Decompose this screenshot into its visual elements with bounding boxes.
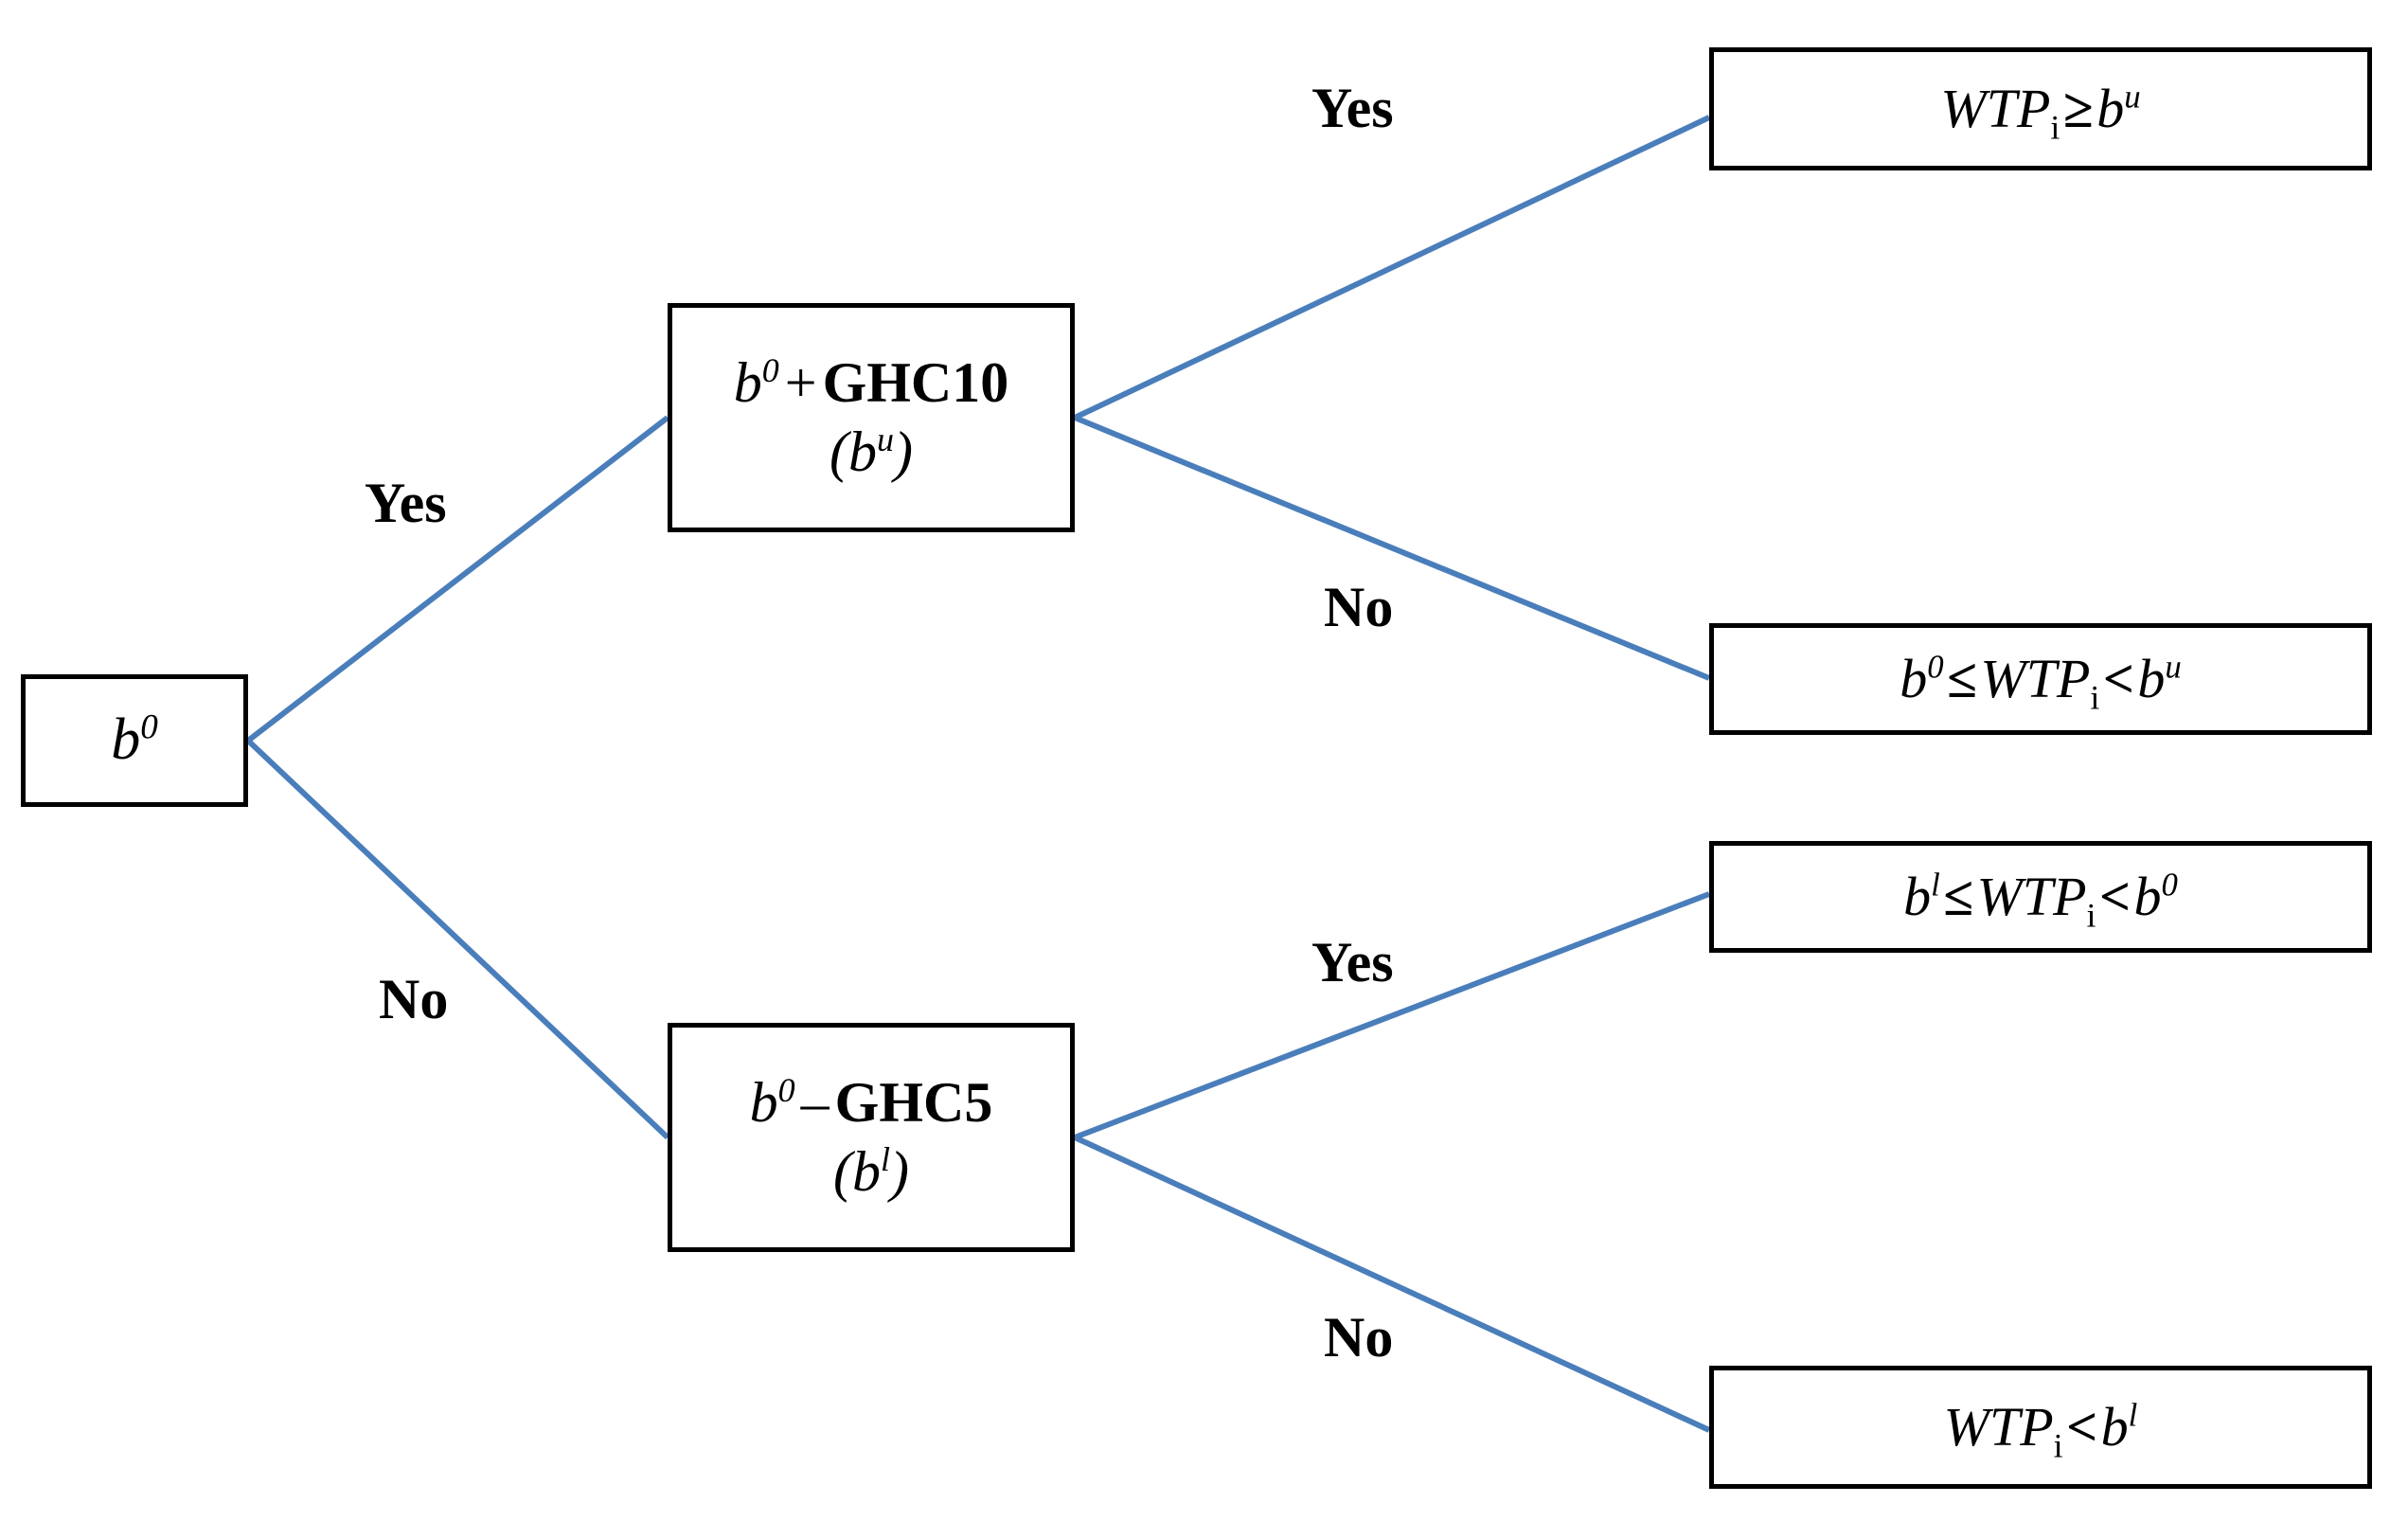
outcome-3-upper-base: b bbox=[2133, 865, 2162, 927]
node-lower-bid: b0–GHC5 (bl) bbox=[668, 1023, 1075, 1252]
outcome-3-subscript: i bbox=[2086, 896, 2096, 935]
outcome-1-bound-sup: u bbox=[2124, 78, 2141, 116]
outcome-4-bound-sup: l bbox=[2128, 1396, 2138, 1434]
outcome-3-wtp: WTP bbox=[1976, 865, 2087, 927]
edge-lower-bid-to-outcome-4 bbox=[1073, 1135, 1711, 1433]
lower-bid-paren-close: ) bbox=[890, 1140, 909, 1203]
upper-bid-symbol-sup: u bbox=[877, 421, 894, 458]
outcome-2-lower-base: b bbox=[1900, 647, 1928, 709]
node-outcome-4: WTPi<bl bbox=[1709, 1366, 2372, 1489]
edge-upper-bid-to-outcome-1 bbox=[1073, 115, 1711, 421]
lower-bid-paren-open: ( bbox=[833, 1140, 852, 1203]
node-root-bid: b0 bbox=[21, 674, 248, 807]
outcome-2-relation-right: < bbox=[2102, 647, 2134, 709]
edge-upper-bid-to-outcome-2 bbox=[1073, 415, 1711, 681]
edge-lower-bid-to-outcome-3 bbox=[1073, 891, 1711, 1140]
node-outcome-1-text: WTPi≥bu bbox=[1940, 77, 2141, 145]
edge-root-to-lower-bid bbox=[245, 738, 670, 1140]
node-root-bid-text: b0 bbox=[111, 709, 158, 771]
root-base: b bbox=[111, 707, 141, 773]
upper-bid-sup: 0 bbox=[761, 351, 779, 389]
node-outcome-2-text: b0≤WTPi<bu bbox=[1900, 647, 2182, 715]
outcome-3-lower-sup: l bbox=[1931, 866, 1940, 904]
outcome-3-relation-left: ≤ bbox=[1943, 865, 1974, 927]
lower-bid-amount: GHC5 bbox=[834, 1071, 993, 1134]
node-upper-bid-line1: b0+GHC10 bbox=[734, 353, 1009, 413]
upper-bid-symbol-base: b bbox=[848, 421, 877, 483]
outcome-4-subscript: i bbox=[2053, 1426, 2063, 1465]
outcome-2-upper-base: b bbox=[2137, 647, 2166, 709]
outcome-2-subscript: i bbox=[2090, 678, 2100, 717]
edge-label-upper-yes: Yes bbox=[1311, 77, 1394, 139]
root-sup: 0 bbox=[140, 707, 158, 747]
outcome-4-relation: < bbox=[2066, 1395, 2098, 1458]
lower-bid-base: b bbox=[749, 1071, 778, 1134]
edge-label-root-no: No bbox=[379, 968, 449, 1030]
outcome-2-relation-left: ≤ bbox=[1947, 647, 1977, 709]
outcome-1-subscript: i bbox=[2050, 108, 2060, 147]
edge-label-lower-yes: Yes bbox=[1311, 931, 1394, 993]
outcome-3-relation-right: < bbox=[2098, 865, 2132, 927]
outcome-2-lower-sup: 0 bbox=[1927, 648, 1944, 686]
node-lower-bid-line1: b0–GHC5 bbox=[750, 1073, 993, 1133]
node-lower-bid-line2: (bl) bbox=[833, 1142, 909, 1202]
lower-bid-symbol-sup: l bbox=[880, 1140, 890, 1178]
edge-root-to-upper-bid bbox=[246, 415, 669, 743]
outcome-2-upper-sup: u bbox=[2165, 648, 2182, 686]
node-upper-bid: b0+GHC10 (bu) bbox=[668, 303, 1075, 532]
node-outcome-3: bl≤WTPi<b0 bbox=[1709, 841, 2372, 953]
outcome-3-upper-sup: 0 bbox=[2161, 866, 2178, 904]
node-outcome-3-text: bl≤WTPi<b0 bbox=[1903, 865, 2178, 933]
lower-bid-symbol-base: b bbox=[851, 1140, 881, 1203]
upper-bid-amount: GHC10 bbox=[822, 351, 1009, 414]
upper-bid-operator: + bbox=[784, 351, 817, 414]
edge-label-upper-no: No bbox=[1324, 576, 1394, 638]
upper-bid-paren-close: ) bbox=[894, 421, 913, 483]
outcome-2-wtp: WTP bbox=[1980, 647, 2091, 709]
node-outcome-4-text: WTPi<bl bbox=[1943, 1395, 2138, 1463]
outcome-4-bound-base: b bbox=[2100, 1395, 2129, 1458]
outcome-1-bound-base: b bbox=[2096, 77, 2125, 139]
edge-label-lower-no: No bbox=[1324, 1306, 1394, 1369]
edge-label-root-yes: Yes bbox=[365, 472, 447, 534]
node-outcome-2: b0≤WTPi<bu bbox=[1709, 623, 2372, 735]
outcome-1-wtp: WTP bbox=[1940, 77, 2051, 139]
upper-bid-base: b bbox=[733, 351, 762, 414]
outcome-3-lower-base: b bbox=[1903, 865, 1932, 927]
node-upper-bid-line2: (bu) bbox=[829, 422, 913, 482]
lower-bid-sup: 0 bbox=[777, 1071, 795, 1109]
node-outcome-1: WTPi≥bu bbox=[1709, 47, 2372, 170]
upper-bid-paren-open: ( bbox=[829, 421, 848, 483]
outcome-4-wtp: WTP bbox=[1943, 1395, 2054, 1458]
lower-bid-operator: – bbox=[800, 1071, 829, 1134]
outcome-1-relation: ≥ bbox=[2062, 77, 2094, 139]
